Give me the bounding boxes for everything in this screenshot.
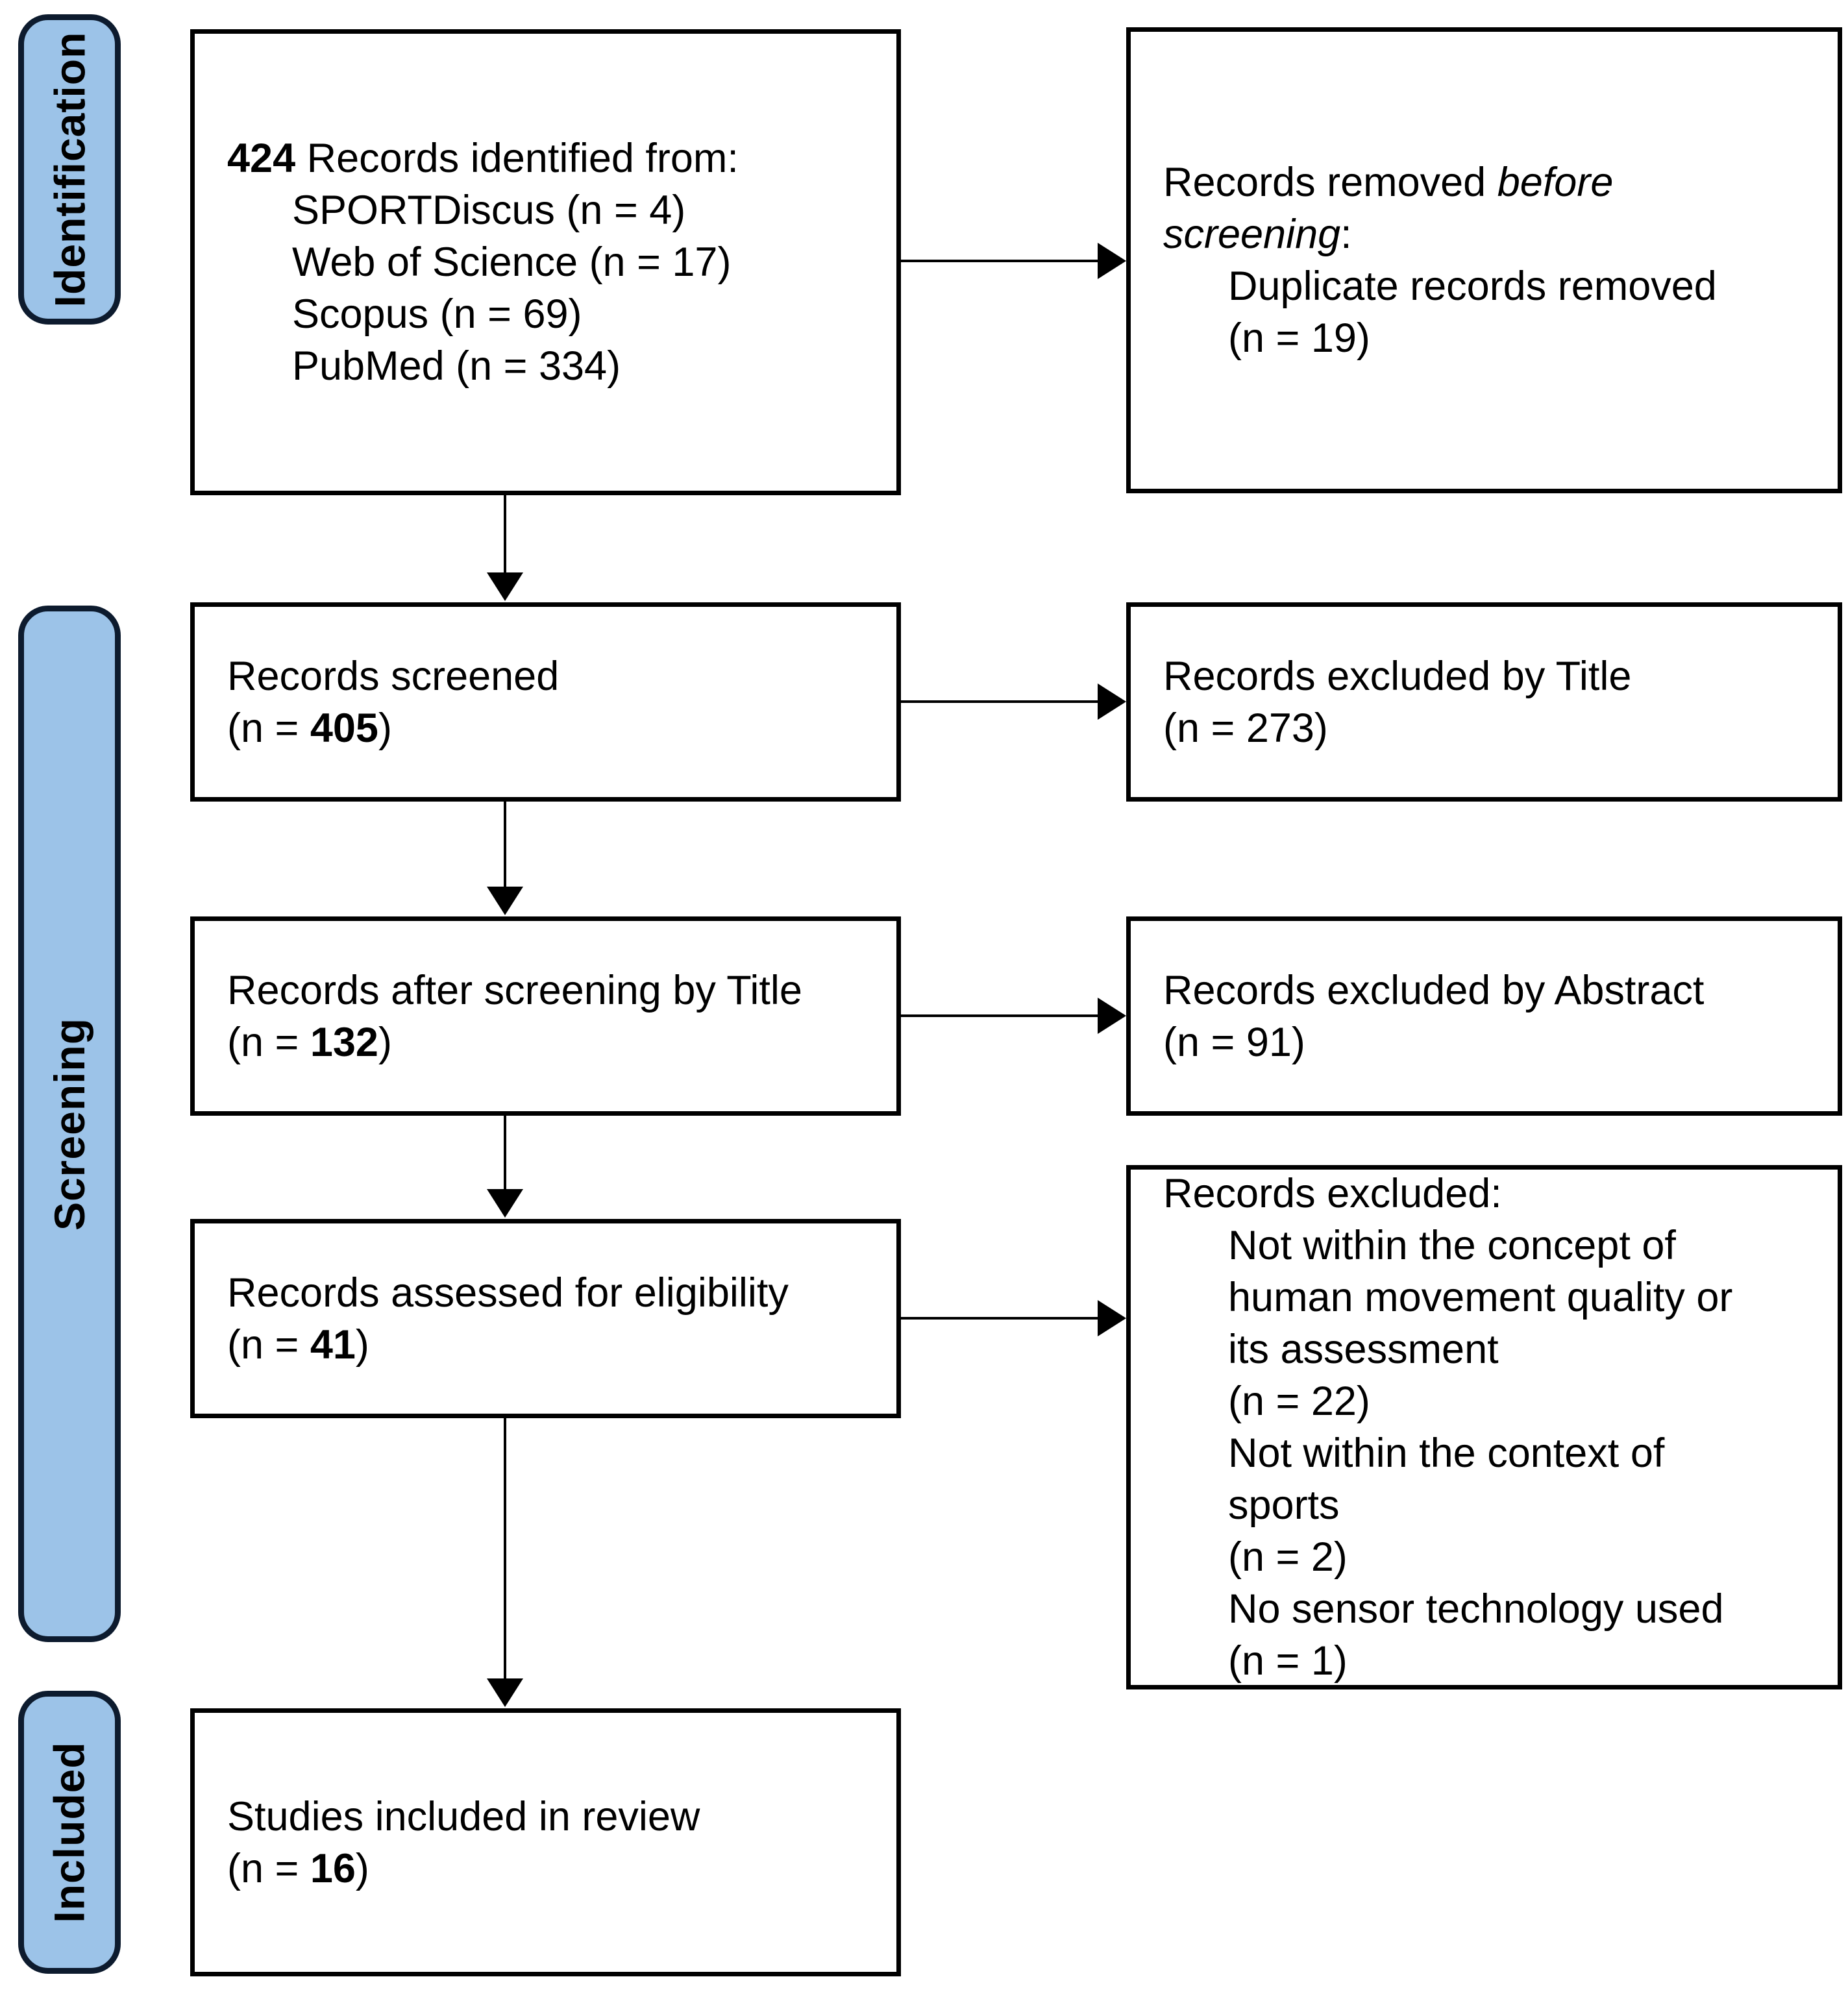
arrow-down-icon [487, 572, 523, 601]
arrow-right-icon [1098, 243, 1126, 279]
arrow-down-icon [487, 1678, 523, 1707]
connector-line [901, 700, 1099, 703]
connector-line [901, 1014, 1099, 1017]
stage-label-included: Included [45, 1741, 94, 1923]
connector-screened-to-excluded-title [901, 683, 1126, 720]
connector-line [504, 802, 506, 888]
arrow-right-icon [1098, 998, 1126, 1034]
connector-assessed-to-excluded-reasons [901, 1300, 1126, 1336]
arrow-right-icon [1098, 683, 1126, 720]
box-records-screened: Records screened(n = 405) [190, 602, 901, 802]
stage-label-screening: Screening [45, 1017, 94, 1231]
connector-identified-to-screened [487, 495, 523, 601]
stage-bar-included: Included [18, 1691, 121, 1974]
connector-line [504, 495, 506, 574]
stage-bar-identification: Identification [18, 14, 121, 325]
box-records-excluded-by-title-text: Records excluded by Title(n = 273) [1163, 653, 1632, 751]
connector-line [504, 1116, 506, 1190]
box-records-excluded-by-abstract: Records excluded by Abstract(n = 91) [1126, 916, 1842, 1116]
box-records-excluded-reasons: Records excluded:Not within the concept … [1126, 1165, 1842, 1689]
box-records-excluded-reasons-text: Records excluded:Not within the concept … [1163, 1171, 1733, 1684]
box-records-excluded-by-title: Records excluded by Title(n = 273) [1126, 602, 1842, 802]
arrow-down-icon [487, 1189, 523, 1218]
box-records-after-title-screening: Records after screening by Title(n = 132… [190, 916, 901, 1116]
connector-after-title-to-assessed [487, 1116, 523, 1218]
stage-bar-screening: Screening [18, 606, 121, 1642]
box-records-identified: 424 Records identified from:SPORTDiscus … [190, 29, 901, 495]
connector-after-title-to-excluded-abstract [901, 998, 1126, 1034]
connector-line [901, 260, 1099, 262]
box-studies-included-text: Studies included in review(n = 16) [227, 1793, 700, 1891]
connector-line [901, 1317, 1099, 1320]
box-records-after-title-screening-text: Records after screening by Title(n = 132… [227, 967, 802, 1065]
box-records-identified-text: 424 Records identified from:SPORTDiscus … [227, 136, 739, 389]
arrow-down-icon [487, 887, 523, 915]
stage-label-identification: Identification [45, 31, 94, 308]
connector-line [504, 1418, 506, 1680]
box-studies-included: Studies included in review(n = 16) [190, 1708, 901, 1976]
box-records-assessed-eligibility: Records assessed for eligibility(n = 41) [190, 1219, 901, 1418]
arrow-right-icon [1098, 1300, 1126, 1336]
connector-identified-to-removed [901, 243, 1126, 279]
connector-assessed-to-included [487, 1418, 523, 1707]
connector-screened-to-after-title [487, 802, 523, 915]
box-records-screened-text: Records screened(n = 405) [227, 653, 560, 751]
box-records-assessed-eligibility-text: Records assessed for eligibility(n = 41) [227, 1270, 789, 1368]
box-records-excluded-by-abstract-text: Records excluded by Abstract(n = 91) [1163, 967, 1705, 1065]
